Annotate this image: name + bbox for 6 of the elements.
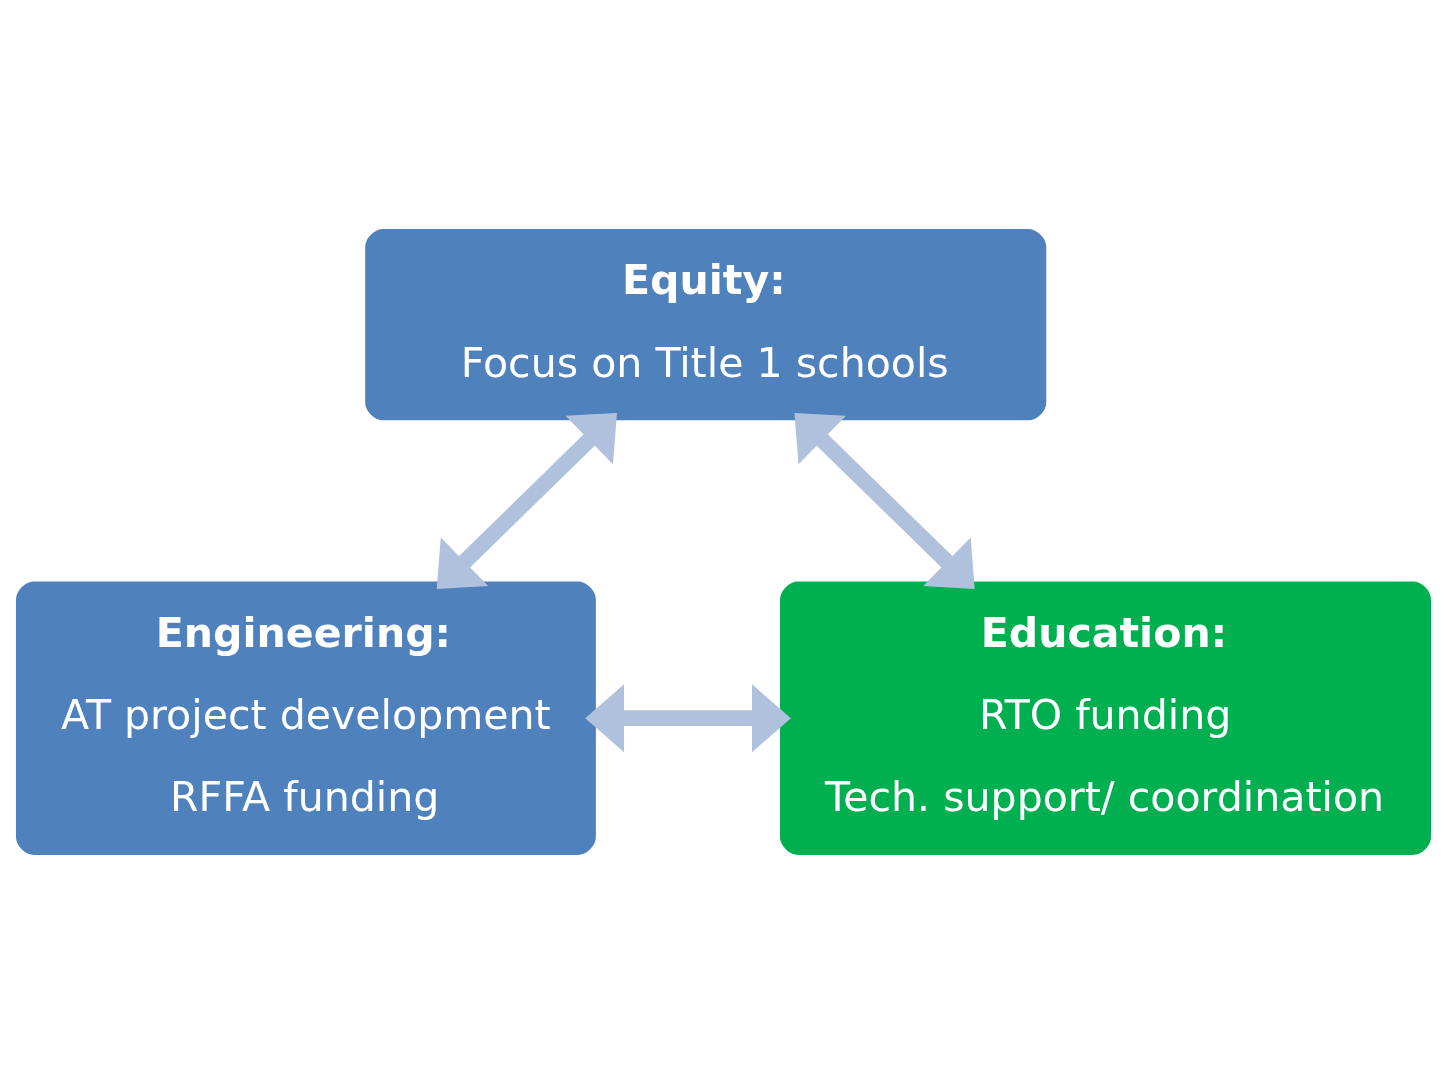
node-box: Equity: Focus on Title 1 schools <box>363 227 1048 422</box>
arrow <box>436 412 617 589</box>
arrow <box>794 412 975 589</box>
node-box: Engineering: AT project development RFFA funding <box>14 579 598 857</box>
node-box: Education: RTO funding Tech. support/ coordination <box>778 579 1433 857</box>
arrow <box>585 684 791 753</box>
